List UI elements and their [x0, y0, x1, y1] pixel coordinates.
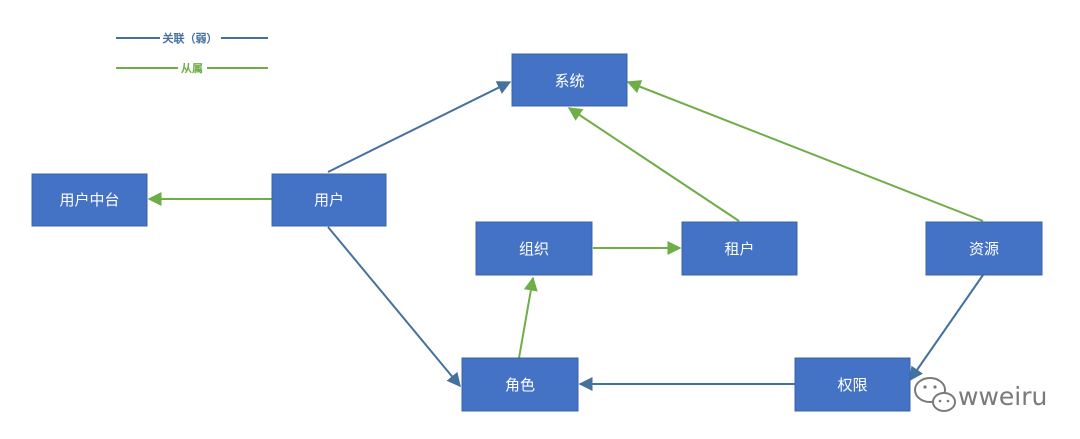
node-tenant: 租户 [681, 221, 798, 276]
edge-resource-to-system [626, 80, 984, 222]
node-tenant-label: 租户 [724, 240, 754, 258]
edge-resource-to-permission [909, 274, 984, 382]
node-resource-label: 资源 [969, 240, 999, 258]
edge-tenant-to-system [567, 107, 740, 222]
node-organization-label: 组织 [519, 240, 549, 258]
node-resource-box [925, 221, 1043, 276]
node-resource: 资源 [925, 221, 1043, 276]
node-user-box [271, 173, 387, 227]
node-system-box [511, 53, 628, 107]
node-role-label: 角色 [505, 376, 535, 394]
node-user: 用户 [271, 173, 387, 227]
node-organization: 组织 [475, 221, 593, 276]
legend-label-weak-association: 关联（弱） [163, 31, 218, 45]
node-system: 系统 [511, 53, 628, 107]
node-permission-label: 权限 [837, 376, 867, 394]
legend: 关联（弱） 从属 [116, 31, 268, 75]
edges [147, 80, 984, 391]
wechat-icon [914, 377, 956, 412]
watermark: wweiru [914, 377, 1047, 412]
watermark-text: wweiru [958, 382, 1047, 411]
legend-item-subordinate: 从属 [116, 62, 268, 75]
node-user-label: 用户 [314, 191, 344, 209]
legend-label-subordinate: 从属 [181, 62, 203, 75]
legend-item-weak-association: 关联（弱） [116, 31, 268, 45]
node-organization-box [475, 221, 593, 276]
edge-user-to-system [327, 81, 512, 173]
edge-user-to-role [327, 226, 461, 388]
node-role-box [461, 357, 579, 412]
node-permission: 权限 [794, 357, 911, 412]
node-tenant-box [681, 221, 798, 276]
node-role: 角色 [461, 357, 579, 412]
node-user-center: 用户中台 [31, 173, 148, 227]
node-user-center-box [31, 173, 148, 227]
node-user-center-label: 用户中台 [59, 191, 119, 209]
node-system-label: 系统 [554, 72, 584, 90]
edge-role-to-organization [518, 276, 538, 359]
node-permission-box [794, 357, 911, 412]
